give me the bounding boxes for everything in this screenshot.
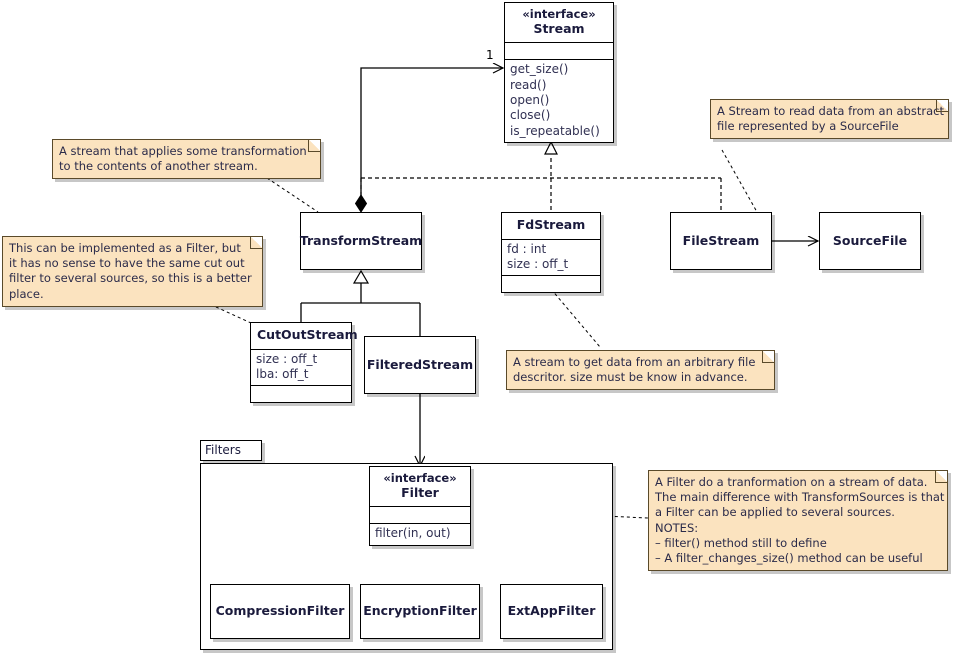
class-compressionfilter[interactable]: CompressionFilter xyxy=(210,584,350,639)
attribute-size: size : off_t xyxy=(507,257,569,272)
class-cutoutstream-header: CutOutStream xyxy=(251,323,358,349)
class-filestream-name: FileStream xyxy=(682,232,760,248)
class-filter-stereotype: «interface» xyxy=(383,471,457,485)
note-anchor-transform xyxy=(266,177,319,213)
class-extappfilter-name: ExtAppFilter xyxy=(507,603,596,619)
package-filters-tab[interactable]: Filters xyxy=(200,440,262,461)
class-sourcefile-header: SourceFile xyxy=(832,232,908,249)
note-fdstream[interactable]: A stream to get data from an arbitrary f… xyxy=(506,350,775,391)
class-stream-name: Stream xyxy=(533,20,585,36)
note-anchor-filestream xyxy=(721,149,758,213)
note-line: to the contents of another stream. xyxy=(59,159,258,174)
class-fdstream-header: FdStream xyxy=(502,213,600,239)
note-line: A Stream to read data from an abstract xyxy=(717,104,944,118)
note-line: A Filter do a tranformation on a stream … xyxy=(655,475,928,489)
operation-is-repeatable: is_repeatable() xyxy=(510,123,600,138)
class-filteredstream-header: FilteredStream xyxy=(366,356,474,373)
note-line: – A filter_changes_size() method can be … xyxy=(655,550,923,565)
class-fdstream-attributes: fd : int size : off_t xyxy=(502,238,600,276)
class-fdstream-operations xyxy=(502,275,600,292)
note-fold-icon xyxy=(762,351,774,363)
class-stream-operations: get_size() read() open() close() is_repe… xyxy=(505,59,613,142)
operation-get-size: get_size() xyxy=(510,62,569,77)
note-fold-icon xyxy=(250,237,262,249)
note-fold-icon xyxy=(936,100,948,112)
operation-filter: filter(in, out) xyxy=(375,526,451,541)
class-transformstream[interactable]: TransformStream xyxy=(300,212,422,270)
note-line: The main difference with TransformSource… xyxy=(655,490,945,505)
package-filters-label: Filters xyxy=(205,443,241,457)
class-stream-stereotype: «interface» xyxy=(522,7,596,21)
class-fdstream[interactable]: FdStream fd : int size : off_t xyxy=(501,212,601,294)
operation-close: close() xyxy=(510,108,551,123)
operation-open: open() xyxy=(510,93,550,108)
note-line: file represented by a SourceFile xyxy=(717,119,899,134)
class-filter-header: «interface» Filter xyxy=(370,467,470,506)
composition-transformstream-stream xyxy=(354,68,504,213)
note-line: This can be implemented as a Filter, but xyxy=(9,241,241,255)
note-line: A stream that applies some transformatio… xyxy=(59,144,307,158)
note-line: NOTES: xyxy=(655,520,699,535)
note-cutoutstream[interactable]: This can be implemented as a Filter, but… xyxy=(2,236,263,307)
note-line: place. xyxy=(9,286,44,301)
realization-stream-implementors xyxy=(360,140,722,212)
class-filter-attributes xyxy=(370,506,470,523)
note-line: it has no sense to have the same cut out xyxy=(9,256,245,271)
class-encryptionfilter-header: EncryptionFilter xyxy=(363,603,477,619)
class-compressionfilter-header: CompressionFilter xyxy=(215,603,345,619)
attribute-size: size : off_t xyxy=(256,351,318,366)
class-filteredstream-name: FilteredStream xyxy=(366,356,474,372)
class-filestream-header: FileStream xyxy=(682,232,760,249)
class-transformstream-name: TransformStream xyxy=(299,232,423,248)
class-encryptionfilter-name: EncryptionFilter xyxy=(363,603,477,619)
note-filter[interactable]: A Filter do a tranformation on a stream … xyxy=(648,470,948,572)
note-filestream[interactable]: A Stream to read data from an abstract f… xyxy=(710,99,949,140)
class-transformstream-header: TransformStream xyxy=(299,232,423,249)
attribute-fd: fd : int xyxy=(507,241,547,256)
class-cutoutstream-operations xyxy=(251,385,351,402)
class-filter[interactable]: «interface» Filter filter(in, out) xyxy=(369,466,471,546)
class-extappfilter-header: ExtAppFilter xyxy=(507,603,596,619)
class-cutoutstream-attributes: size : off_t lba: off_t xyxy=(251,348,351,386)
note-fold-icon xyxy=(935,471,947,483)
multiplicity-stream-1: 1 xyxy=(486,48,494,62)
note-line: filter to several sources, so this is a … xyxy=(9,271,252,286)
class-filteredstream[interactable]: FilteredStream xyxy=(364,336,476,394)
class-filestream[interactable]: FileStream xyxy=(670,212,772,270)
note-line: descritor. size must be know in advance. xyxy=(513,370,748,385)
class-cutoutstream[interactable]: CutOutStream size : off_t lba: off_t xyxy=(250,322,358,404)
class-filter-operations: filter(in, out) xyxy=(370,523,470,544)
class-encryptionfilter[interactable]: EncryptionFilter xyxy=(360,584,480,639)
class-stream-attributes xyxy=(505,42,613,59)
class-sourcefile-name: SourceFile xyxy=(832,232,908,248)
class-stream-header: «interface» Stream xyxy=(505,3,613,42)
note-line: – filter() method still to define xyxy=(655,535,827,550)
note-line: a Filter can be applied to several sourc… xyxy=(655,505,895,520)
operation-read: read() xyxy=(510,77,547,92)
class-compressionfilter-name: CompressionFilter xyxy=(215,603,345,619)
class-stream[interactable]: «interface» Stream get_size() read() ope… xyxy=(504,2,614,144)
note-anchor-fdstream xyxy=(550,288,601,348)
note-transformstream[interactable]: A stream that applies some transformatio… xyxy=(52,139,321,180)
note-fold-icon xyxy=(308,140,320,152)
class-sourcefile[interactable]: SourceFile xyxy=(819,212,921,270)
attribute-lba: lba: off_t xyxy=(256,367,309,382)
note-line: A stream to get data from an arbitrary f… xyxy=(513,355,756,369)
class-filter-name: Filter xyxy=(401,484,439,500)
class-cutoutstream-name: CutOutStream xyxy=(257,327,358,342)
class-extappfilter[interactable]: ExtAppFilter xyxy=(500,584,603,639)
class-fdstream-name: FdStream xyxy=(516,217,586,232)
